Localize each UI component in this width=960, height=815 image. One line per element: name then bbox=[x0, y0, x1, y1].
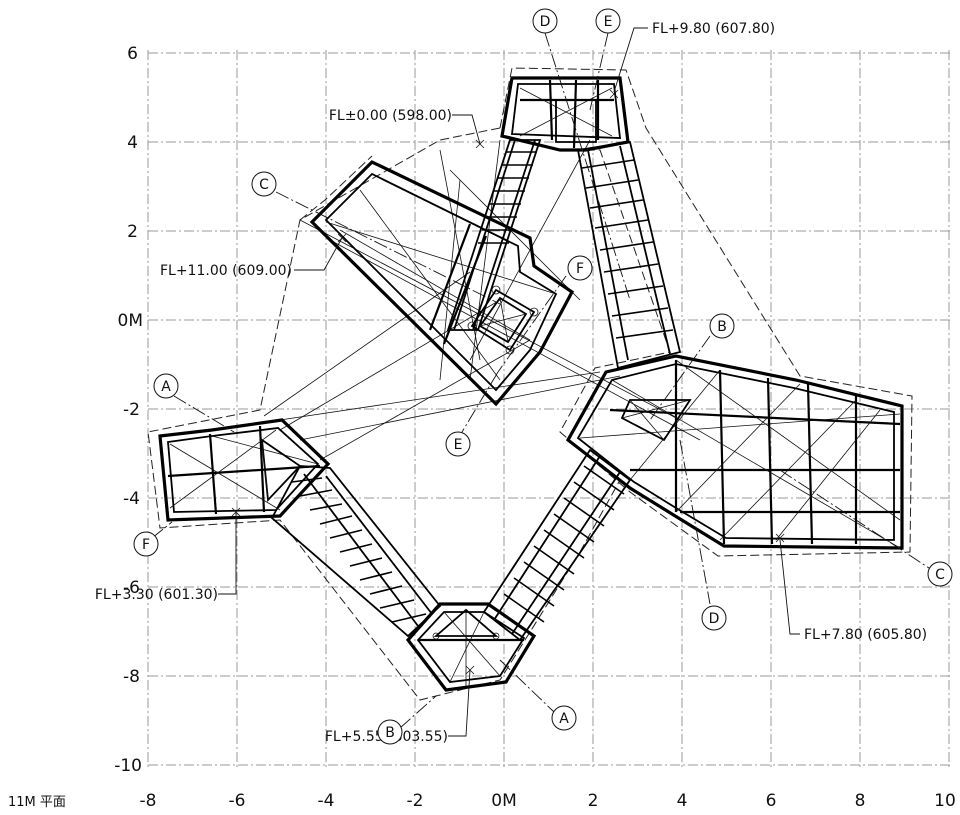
section-marker-label: C bbox=[935, 567, 945, 583]
floor-level-label: FL+7.80 (605.80) bbox=[804, 627, 927, 643]
right-upper-stair bbox=[576, 140, 682, 370]
section-marker-label: B bbox=[717, 319, 727, 335]
section-markers: D E C F B A E F C D A B bbox=[133, 8, 953, 745]
x-axis-labels: -8 -6 -4 -2 0M 2 4 6 8 10 bbox=[140, 791, 956, 811]
top-landing bbox=[500, 76, 630, 152]
section-marker-label: E bbox=[604, 14, 613, 30]
section-marker-circle bbox=[701, 605, 727, 631]
section-marker-label: B bbox=[385, 725, 395, 741]
x-tick-label: 4 bbox=[677, 791, 688, 811]
x-tick-label: 10 bbox=[934, 791, 956, 811]
x-tick-label: -6 bbox=[229, 791, 246, 811]
section-marker-circle bbox=[153, 373, 179, 399]
section-marker-circle bbox=[251, 171, 277, 197]
section-marker-circle bbox=[377, 719, 403, 745]
leaders bbox=[218, 27, 800, 737]
section-marker-label: A bbox=[559, 711, 569, 727]
y-tick-label: 4 bbox=[127, 133, 138, 153]
floor-level-label: FL+11.00 (609.00) bbox=[160, 263, 292, 279]
y-tick-label: -4 bbox=[123, 489, 140, 509]
bottom-landing bbox=[405, 602, 537, 692]
y-tick-label: -6 bbox=[123, 578, 140, 598]
y-tick-label: 2 bbox=[127, 222, 138, 242]
section-marker-circle bbox=[551, 705, 577, 731]
section-marker-circle bbox=[133, 531, 159, 557]
y-tick-label: -10 bbox=[114, 756, 142, 776]
section-marker-circle bbox=[595, 8, 621, 34]
y-axis-labels: 6 4 2 0M -2 -4 -6 -8 -10 bbox=[114, 44, 143, 776]
x-tick-label: 0M bbox=[491, 791, 516, 811]
floor-level-label: FL±0.00 (598.00) bbox=[329, 108, 452, 124]
x-tick-label: 8 bbox=[855, 791, 866, 811]
y-tick-label: -8 bbox=[123, 667, 140, 687]
section-marker-circle bbox=[927, 561, 953, 587]
plan-title: 11M 平面 bbox=[8, 795, 66, 810]
section-marker-label: A bbox=[161, 379, 171, 395]
construction-lines bbox=[263, 139, 701, 461]
x-tick-label: 2 bbox=[588, 791, 599, 811]
y-tick-label: -2 bbox=[123, 400, 140, 420]
section-marker-circle bbox=[567, 255, 593, 281]
section-marker-label: E bbox=[454, 437, 463, 453]
section-marker-circle bbox=[709, 313, 735, 339]
section-marker-label: C bbox=[259, 177, 269, 193]
floor-level-label: FL+9.80 (607.80) bbox=[652, 21, 775, 37]
section-lines bbox=[151, 32, 933, 729]
upper-left-platform bbox=[309, 160, 575, 407]
section-marker-circle bbox=[532, 8, 558, 34]
y-tick-label: 6 bbox=[127, 44, 138, 64]
section-marker-circle bbox=[445, 431, 471, 457]
section-marker-label: F bbox=[576, 261, 584, 277]
floor-level-labels: FL±0.00 (598.00) FL+9.80 (607.80) FL+11.… bbox=[95, 21, 927, 745]
outer-envelope bbox=[147, 67, 913, 701]
section-marker-label: D bbox=[540, 14, 551, 30]
section-marker-label: F bbox=[142, 537, 150, 553]
left-platform bbox=[158, 418, 331, 522]
x-tick-label: 6 bbox=[766, 791, 777, 811]
section-marker-label: D bbox=[709, 611, 720, 627]
y-tick-label: 0M bbox=[118, 311, 143, 331]
lower-right-stair bbox=[482, 448, 632, 642]
floor-level-label: FL+3.30 (601.30) bbox=[95, 587, 218, 603]
x-tick-label: -2 bbox=[407, 791, 424, 811]
grid bbox=[147, 50, 950, 770]
right-platform bbox=[565, 354, 904, 550]
x-tick-label: -8 bbox=[140, 791, 157, 811]
x-tick-label: -4 bbox=[318, 791, 335, 811]
